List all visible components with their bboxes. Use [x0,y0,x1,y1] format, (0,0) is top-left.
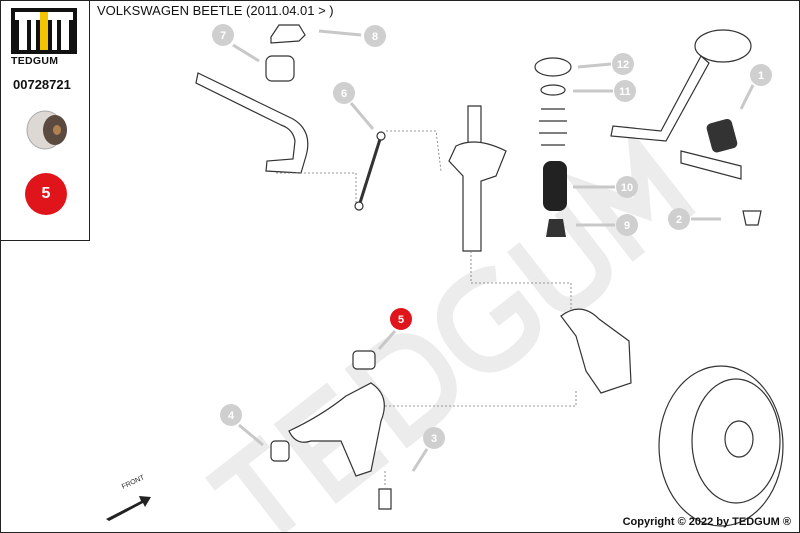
ball-joint [378,488,392,510]
vehicle-title: VOLKSWAGEN BEETLE (2011.04.01 > ) [97,3,334,18]
rear-arm-bush [270,440,290,462]
shock-rod [467,105,482,147]
product-thumbnail [26,110,67,150]
steering-wheel [694,29,752,63]
callout-5-highlighted: 5 [390,308,412,330]
product-sidebar: TEDGUM 00728721 5 [1,1,90,241]
svg-text:12: 12 [617,59,629,71]
watermark-graphic [205,124,696,532]
svg-text:3: 3 [431,433,437,445]
brand-name: TEDGUM [11,55,59,67]
strut-bearing [540,84,566,96]
svg-text:7: 7 [220,30,226,42]
svg-text:8: 8 [372,31,378,43]
callout-2: 2 [668,208,690,230]
dust-cover [546,219,566,237]
strut-mount [534,57,572,77]
callout-9: 9 [616,214,638,236]
callout-3: 3 [423,427,445,449]
svg-text:10: 10 [621,182,633,194]
svg-text:9: 9 [624,220,630,232]
steering-column [610,55,710,142]
stabilizer-link [357,135,383,207]
callout-1: 1 [750,64,772,86]
svg-text:11: 11 [619,86,631,98]
tie-rod [680,150,742,180]
bump-stop [543,161,567,211]
tie-rod-end [742,210,762,226]
coil-spring [539,108,567,146]
svg-text:2: 2 [676,214,682,226]
callout-11: 11 [614,80,636,102]
highlight-part-badge: 5 [25,173,67,215]
front-label: FRONT [121,474,146,491]
shock-absorber [448,141,507,252]
front-arrow-icon [106,496,151,521]
tedgum-logo [11,8,77,54]
svg-text:6: 6 [341,88,347,100]
stabilizer-bush [265,55,295,82]
svg-text:5: 5 [398,314,404,326]
control-arm [288,382,385,477]
callout-10: 10 [616,176,638,198]
control-arm-bush [352,350,376,370]
callout-12: 12 [612,53,634,75]
copyright: Copyright © 2022 by TEDGUM ® [622,516,791,528]
stabilizer-bar [195,72,309,174]
part-number: 00728721 [13,77,71,92]
svg-text:1: 1 [758,70,764,82]
callout-7: 7 [212,24,234,46]
callout-6: 6 [333,82,355,104]
steering-knuckle [560,308,632,394]
callout-8: 8 [364,25,386,47]
callout-4: 4 [220,404,242,426]
steering-boot [706,119,738,153]
svg-text:4: 4 [228,410,235,422]
bush-bracket [270,24,306,44]
